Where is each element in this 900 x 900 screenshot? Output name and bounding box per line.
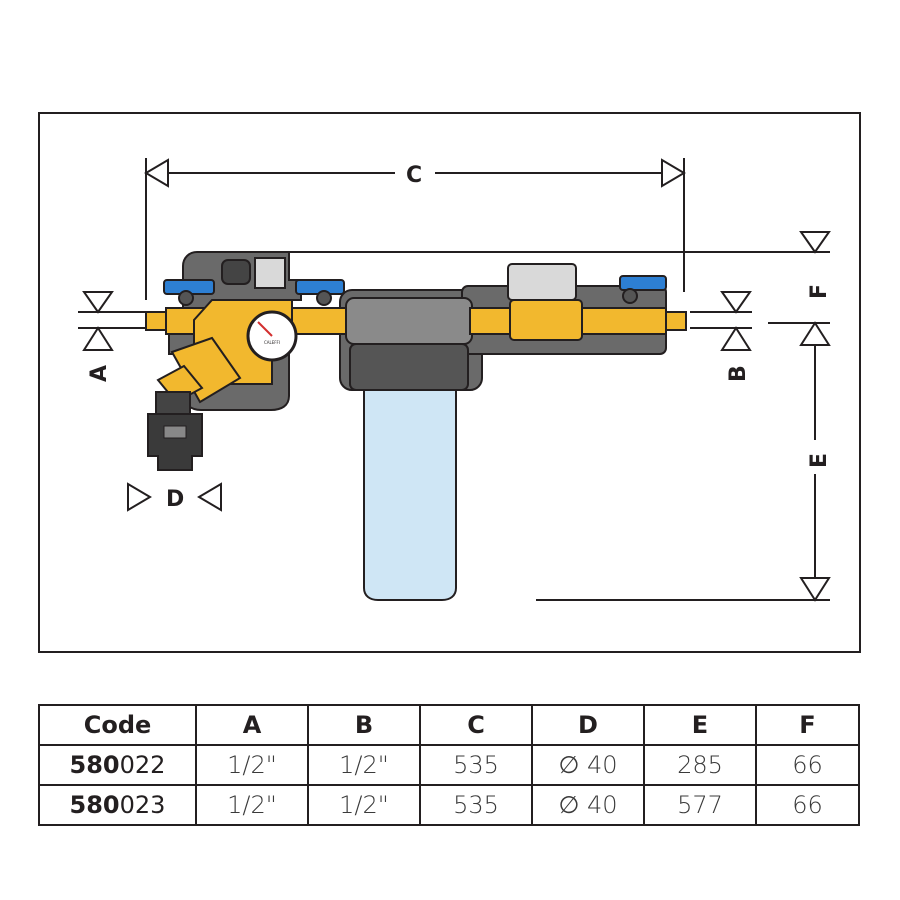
cell-b: 1/2" xyxy=(307,784,421,826)
filter-ring xyxy=(349,343,469,391)
product-illustration: CALEFFI xyxy=(145,251,687,601)
cell-b: 1/2" xyxy=(307,744,421,786)
cell-d: ∅ 40 xyxy=(531,784,645,826)
header-code: Code xyxy=(38,704,197,746)
valve-handle-right xyxy=(619,275,667,291)
cell-d: ∅ 40 xyxy=(531,744,645,786)
cell-code: 580023 xyxy=(38,784,197,826)
dimension-label-e: E xyxy=(807,453,832,468)
dimensions-table: Code A B C D E F 580022 1/2" 1/2" 535 ∅ … xyxy=(38,704,860,826)
top-cap-left xyxy=(221,259,251,285)
top-cap xyxy=(254,257,286,289)
code-prefix: 580 xyxy=(69,751,120,779)
header-d: D xyxy=(531,704,645,746)
dimension-e xyxy=(536,345,831,602)
meter-dial xyxy=(507,263,577,301)
header-f: F xyxy=(755,704,860,746)
dimension-f xyxy=(290,231,831,346)
cell-e: 577 xyxy=(643,784,757,826)
cell-a: 1/2" xyxy=(195,744,309,786)
dimension-label-d: D xyxy=(166,487,184,512)
outlet-thread xyxy=(665,311,687,331)
water-meter xyxy=(509,299,583,341)
filter-bowl xyxy=(363,389,457,601)
header-e: E xyxy=(643,704,757,746)
cell-code: 580022 xyxy=(38,744,197,786)
cell-f: 66 xyxy=(755,784,860,826)
dimension-label-b: B xyxy=(726,365,751,382)
code-suffix: 022 xyxy=(119,751,166,779)
filter-head-cap xyxy=(345,297,473,345)
gauge-brand: CALEFFI xyxy=(264,340,280,345)
header-c: C xyxy=(419,704,533,746)
cell-c: 535 xyxy=(419,784,533,826)
cell-a: 1/2" xyxy=(195,784,309,826)
table-header-row: Code A B C D E F xyxy=(38,704,860,746)
header-a: A xyxy=(195,704,309,746)
code-prefix: 580 xyxy=(69,791,120,819)
cell-e: 285 xyxy=(643,744,757,786)
cell-c: 535 xyxy=(419,744,533,786)
inlet-thread xyxy=(145,311,169,331)
drain-funnel xyxy=(147,413,203,471)
table-row: 580022 1/2" 1/2" 535 ∅ 40 285 66 xyxy=(38,744,860,786)
dimension-a xyxy=(78,291,148,351)
code-suffix: 023 xyxy=(119,791,166,819)
dimension-d xyxy=(127,482,222,512)
header-b: B xyxy=(307,704,421,746)
dimension-label-f: F xyxy=(807,284,832,299)
drain-pipe xyxy=(155,391,191,415)
dimension-label-a: A xyxy=(87,365,112,382)
dimension-c xyxy=(144,158,686,300)
table-row: 580023 1/2" 1/2" 535 ∅ 40 577 66 xyxy=(38,784,860,826)
cell-f: 66 xyxy=(755,744,860,786)
dimension-b xyxy=(690,291,752,351)
drawing-frame xyxy=(38,112,861,653)
dimension-label-c: C xyxy=(406,163,422,188)
